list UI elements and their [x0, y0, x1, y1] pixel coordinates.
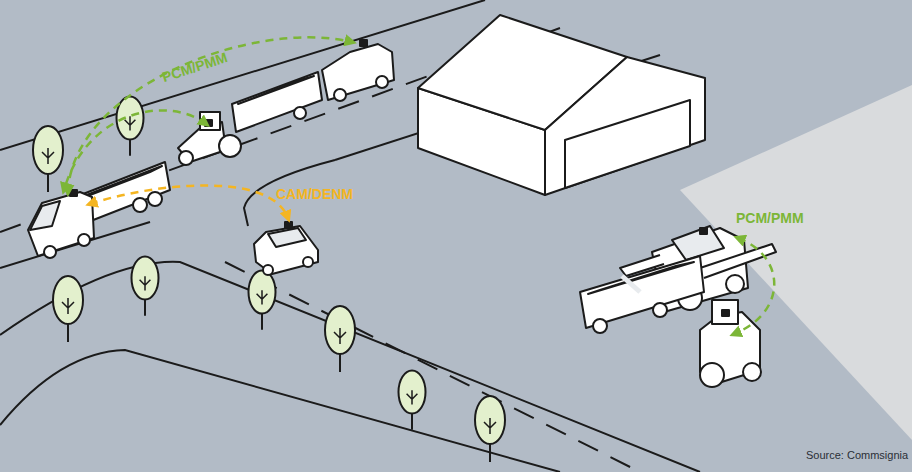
tree-crown [249, 270, 276, 313]
tree-branch [140, 276, 151, 290]
tree [249, 270, 276, 329]
tree-crown [325, 306, 355, 354]
road-centerline [225, 262, 640, 472]
tree-crown [132, 256, 159, 299]
roads [0, 0, 700, 472]
antenna-unit [722, 310, 729, 316]
tree-crown [117, 96, 144, 139]
wheel [179, 151, 193, 165]
load [238, 76, 314, 104]
tree [33, 126, 63, 192]
tree [399, 370, 426, 429]
grain-flow [622, 276, 640, 292]
wheel [743, 363, 761, 381]
road-vehicles [28, 40, 394, 275]
antenna-unit [285, 222, 292, 228]
antenna-unit [360, 40, 367, 46]
wheel [133, 198, 147, 212]
trailer [580, 256, 704, 328]
cam-link [90, 186, 288, 219]
field-area [680, 85, 912, 440]
tree [53, 276, 83, 342]
van [28, 192, 94, 256]
harvester-header [700, 244, 776, 278]
wheel [726, 275, 744, 293]
wheel [303, 257, 313, 267]
truck [322, 44, 394, 100]
barn-gable [545, 57, 705, 195]
van-window [30, 201, 60, 230]
tree-crown [33, 126, 63, 174]
message-label: PCM/PMM [160, 49, 229, 85]
road-edge [0, 350, 560, 472]
field-vehicles [580, 226, 776, 387]
pcm-link [64, 110, 206, 190]
tree-branch [125, 116, 136, 130]
tree [475, 396, 505, 462]
load [588, 262, 694, 294]
barn-door [565, 100, 690, 188]
tree-crown [475, 396, 505, 444]
car [254, 226, 318, 274]
wheel [263, 265, 273, 275]
tree-crown [53, 276, 83, 324]
barn [418, 15, 705, 195]
wheel [44, 246, 56, 258]
pcm-link [734, 238, 774, 334]
message-label: PCM/PMM [736, 210, 804, 226]
wheel [334, 89, 346, 101]
tree-branch [257, 290, 268, 304]
tree [132, 256, 159, 315]
antenna-unit [70, 190, 77, 196]
v2x-links [64, 37, 774, 334]
tree-branch [62, 298, 74, 314]
load [84, 166, 162, 196]
trailer [232, 72, 322, 132]
tree [325, 306, 355, 372]
wheel [700, 363, 724, 387]
wheel [376, 76, 388, 88]
wheel [593, 319, 607, 333]
tractor-cab [712, 300, 738, 324]
harvester-cab [672, 226, 724, 260]
pcm-link [68, 37, 352, 192]
message-label: CAM/DENM [276, 186, 353, 202]
tree-branch [484, 418, 496, 434]
road-edge [0, 0, 485, 150]
tree-branch [407, 390, 418, 404]
car-window [268, 228, 306, 247]
antenna-unit [700, 228, 707, 234]
wheel [653, 303, 667, 317]
wheel [219, 135, 241, 157]
tree-branch [334, 328, 346, 344]
tree-crown [399, 370, 426, 413]
source-credit: Source: Commsignia [806, 449, 908, 461]
tree-branch [42, 148, 54, 164]
wheel [294, 107, 306, 119]
wheel [148, 192, 162, 206]
tree [117, 96, 144, 155]
wheel [78, 234, 90, 246]
